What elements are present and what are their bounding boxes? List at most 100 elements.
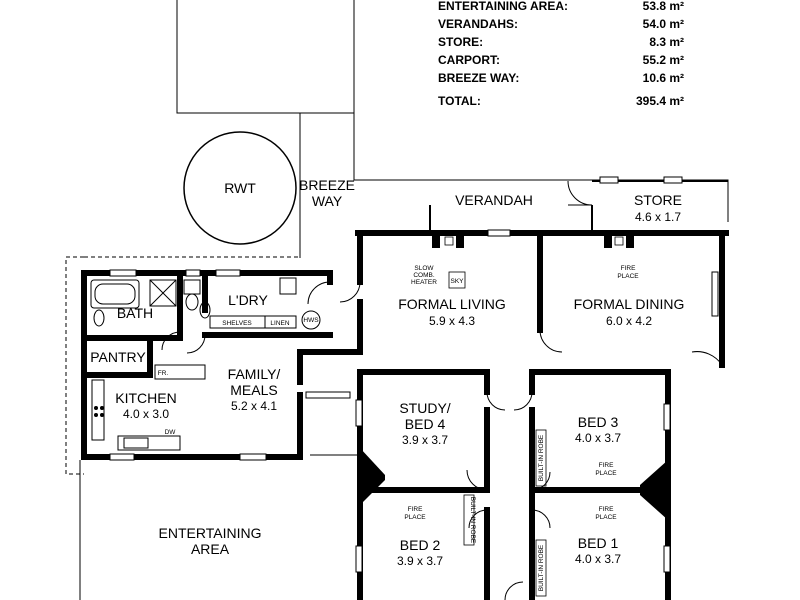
shower-diag-b xyxy=(149,279,177,307)
bed-chimney xyxy=(640,460,668,520)
formal-living-name: FORMAL LIVING xyxy=(398,296,506,312)
dashed-boundary xyxy=(65,256,84,475)
family-meals-name-line1: FAMILY/ xyxy=(228,366,281,382)
study-dims: 3.9 x 3.7 xyxy=(402,433,448,447)
hws-tank xyxy=(301,310,321,330)
bath-vanity-basin xyxy=(93,309,105,327)
dashed-outline xyxy=(65,256,300,475)
sky-label: SKY xyxy=(450,278,464,285)
burner-2 xyxy=(100,406,104,410)
dining-window xyxy=(711,271,719,317)
bed2-name: BED 2 xyxy=(400,537,441,553)
bed2-dims: 3.9 x 3.7 xyxy=(397,554,443,568)
shower xyxy=(149,279,177,307)
study-window xyxy=(355,399,363,427)
area-value: 53.8 m² xyxy=(643,0,684,13)
store-door-arc xyxy=(567,180,593,206)
bed3-robe-label: BUILT-IN ROBE xyxy=(538,434,545,481)
study-name-line1: STUDY/ xyxy=(399,400,450,416)
heater-label-line2: COMB. xyxy=(413,272,435,279)
bed3-dims: 4.0 x 3.7 xyxy=(575,431,621,445)
heater-label-line3: HEATER xyxy=(411,279,437,286)
kitchen-window xyxy=(109,453,135,461)
bed1-name: BED 1 xyxy=(578,535,619,551)
fridge-space xyxy=(154,364,206,380)
shelves-label: SHELVES xyxy=(222,320,252,327)
bed3-window xyxy=(663,403,671,431)
bath-door xyxy=(161,331,181,351)
dining-chimney-right xyxy=(626,236,634,248)
door-swings xyxy=(161,281,723,600)
family-meals-dims: 5.2 x 4.1 xyxy=(231,399,277,413)
bed1-fireplace-label-line2: PLACE xyxy=(595,514,617,521)
sliding-door xyxy=(305,391,351,399)
total-label: TOTAL: xyxy=(438,94,481,108)
entertaining-label-line1: ENTERTAINING xyxy=(159,525,262,541)
bed2-fireplace-label-line1: FIRE xyxy=(408,506,423,513)
entertaining-label-line2: AREA xyxy=(191,541,230,557)
robes xyxy=(463,429,547,597)
kitchen-name: KITCHEN xyxy=(115,390,176,406)
breeze-way-label-line1: BREEZE xyxy=(299,177,355,193)
bed3-inner-door xyxy=(531,471,551,491)
bath-name: BATH xyxy=(117,305,153,321)
store-window-right xyxy=(663,176,683,184)
formal-living-dims: 5.9 x 4.3 xyxy=(429,314,475,328)
kitchen-dims: 4.0 x 3.0 xyxy=(123,407,169,421)
toilet-cistern xyxy=(183,279,201,295)
area-value: 10.6 m² xyxy=(643,71,684,85)
bed1-dims: 4.0 x 3.7 xyxy=(575,552,621,566)
area-label: ENTERTAINING AREA: xyxy=(438,0,568,13)
area-schedule: ENTERTAINING AREA: 53.8 m² VERANDAHS: 54… xyxy=(438,0,684,108)
bed3-name: BED 3 xyxy=(578,414,619,430)
bed3-door xyxy=(513,391,533,411)
dining-hearth xyxy=(614,236,624,246)
bed1-window xyxy=(663,545,671,573)
area-value: 55.2 m² xyxy=(643,53,684,67)
store-window-left xyxy=(599,176,619,184)
bed3-fireplace-label-line1: FIRE xyxy=(599,462,614,469)
laundry-window xyxy=(215,269,241,277)
side-door xyxy=(339,281,361,303)
laundry-wc xyxy=(199,301,211,319)
bed2-robe-label: BUILT-IN ROBE xyxy=(469,497,476,544)
pantry-door xyxy=(186,334,206,354)
bed2-fireplace-label-line2: PLACE xyxy=(404,514,426,521)
bed1-robe-label: BUILT-IN ROBE xyxy=(538,544,545,591)
fixtures xyxy=(90,277,321,451)
laundry-tub xyxy=(279,277,297,295)
dining-chimney-left xyxy=(604,236,612,248)
kitchen-sink xyxy=(123,437,149,449)
dining-external-door xyxy=(691,351,723,366)
kitchen-bench-left xyxy=(91,379,105,441)
burner-1 xyxy=(94,406,98,410)
area-value: 8.3 m² xyxy=(649,35,684,49)
shelves-unit xyxy=(209,315,297,329)
store-door-swing xyxy=(567,180,593,206)
study-chimney xyxy=(360,448,385,505)
rainwater-tank xyxy=(183,131,297,245)
hall-front-door xyxy=(504,581,524,600)
site-outlines xyxy=(79,0,729,600)
bed3-robe xyxy=(535,429,547,487)
fireplace-hearths xyxy=(444,236,624,289)
linen-label: LINEN xyxy=(270,320,289,327)
study-door xyxy=(486,391,506,411)
area-label: STORE: xyxy=(438,35,483,49)
dishwasher-label: DW xyxy=(165,429,177,436)
cooktop-burners xyxy=(94,406,104,417)
formal-dining-dims: 6.0 x 4.2 xyxy=(606,314,652,328)
toilet-window xyxy=(185,269,201,277)
laundry-name: L'DRY xyxy=(228,292,268,308)
chimneys xyxy=(360,236,668,520)
windows xyxy=(109,176,719,573)
laundry-door xyxy=(307,281,331,305)
toilet-bowl xyxy=(185,293,199,311)
family-meals-name-line2: MEALS xyxy=(230,382,277,398)
store-name: STORE xyxy=(634,192,682,208)
study-inner-door xyxy=(466,469,488,491)
store-dims: 4.6 x 1.7 xyxy=(635,210,681,224)
area-label: CARPORT: xyxy=(438,53,500,67)
pantry-name: PANTRY xyxy=(90,349,146,365)
